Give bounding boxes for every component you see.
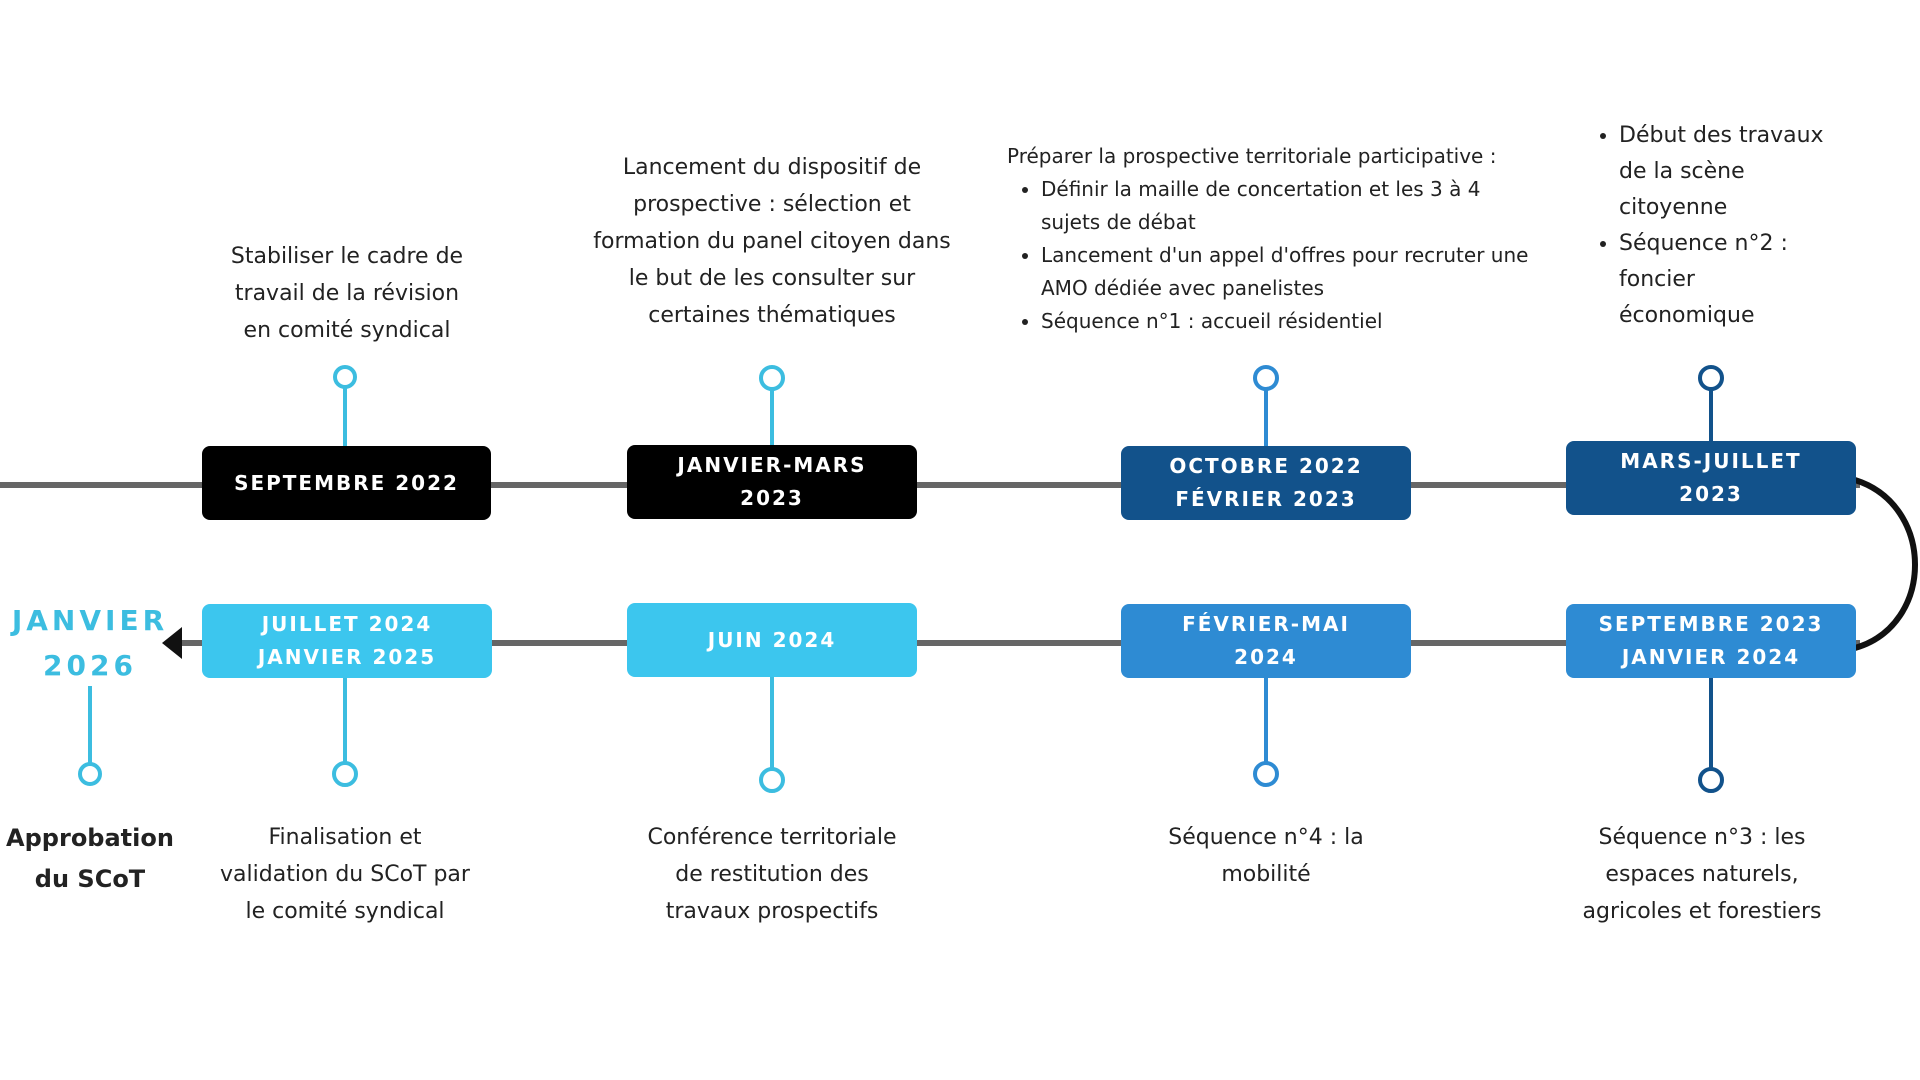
description-line: Conférence territoriale [647, 825, 897, 850]
date-box-juin-2024: JUIN 2024 [627, 603, 917, 677]
date-box-janvier-mars-2023: JANVIER-MARS 2023 [627, 445, 917, 519]
description-line: prospective : sélection et [633, 192, 911, 217]
description-fevrier-mai-2024: Séquence n°4 : la mobilité [1116, 819, 1416, 893]
date-box-line: JUILLET 2024 [261, 612, 433, 636]
date-box-line: 2024 [1234, 645, 1298, 669]
final-date: JANVIER 2026 [0, 598, 180, 688]
final-date-line: JANVIER [11, 604, 169, 637]
description-line: agricoles et forestiers [1582, 899, 1822, 924]
date-box-line: JUIN 2024 [707, 627, 837, 652]
date-box-september-2022: SEPTEMBRE 2022 [202, 446, 491, 520]
date-box-mars-juillet-2023: MARS-JUILLET 2023 [1566, 441, 1856, 515]
description-line: travaux prospectifs [665, 899, 879, 924]
connector-bottom-3-dot [759, 767, 785, 793]
description-juillet-2024-janvier-2025: Finalisation et validation du SCoT par l… [195, 819, 495, 930]
final-label: Approbation du SCoT [0, 818, 180, 900]
description-bullet: Début des travaux de la scène citoyenne [1619, 118, 1835, 226]
description-line: le but de les consulter sur [628, 266, 916, 291]
description-juin-2024: Conférence territoriale de restitution d… [622, 819, 922, 930]
description-line: validation du SCoT par [220, 862, 470, 887]
final-label-line: Approbation [6, 824, 174, 852]
timeline-arrowhead [162, 627, 182, 659]
date-box-line: SEPTEMBRE 2022 [234, 470, 459, 495]
description-intro: Préparer la prospective territoriale par… [1007, 144, 1497, 168]
date-box-line: 2023 [740, 486, 804, 510]
description-line: en comité syndical [243, 318, 451, 343]
connector-top-4-dot [1698, 365, 1724, 391]
description-line: Stabiliser le cadre de [230, 244, 464, 269]
final-label-line: du SCoT [34, 865, 146, 893]
date-box-line: 2023 [1679, 482, 1743, 506]
connector-bottom-2-dot [1253, 761, 1279, 787]
description-bullet: Séquence n°1 : accueil résidentiel [1041, 305, 1537, 338]
date-box-octobre-2022-fevrier-2023: OCTOBRE 2022 FÉVRIER 2023 [1121, 446, 1411, 520]
description-line: certaines thématiques [648, 303, 896, 328]
description-line: le comité syndical [245, 899, 445, 924]
description-mars-juillet-2023: Début des travaux de la scène citoyenne … [1585, 118, 1835, 334]
final-date-line: 2026 [43, 649, 137, 682]
date-box-juillet-2024-janvier-2025: JUILLET 2024 JANVIER 2025 [202, 604, 492, 678]
timeline-curve [1854, 477, 1918, 651]
date-box-line: OCTOBRE 2022 [1169, 454, 1363, 478]
description-line: Séquence n°4 : la [1168, 825, 1364, 850]
description-bullet-list: Début des travaux de la scène citoyenne … [1585, 118, 1835, 334]
description-line: Finalisation et [268, 825, 422, 850]
date-box-line: FÉVRIER 2023 [1175, 487, 1357, 511]
connector-bottom-4-dot [332, 761, 358, 787]
date-box-line: FÉVRIER-MAI [1182, 612, 1350, 636]
description-line: travail de la révision [234, 281, 460, 306]
connector-top-3-dot [1253, 365, 1279, 391]
description-bullet: Séquence n°2 : foncier économique [1619, 226, 1835, 334]
date-box-line: JANVIER 2025 [257, 645, 437, 669]
description-line: mobilité [1221, 862, 1311, 887]
date-box-fevrier-mai-2024: FÉVRIER-MAI 2024 [1121, 604, 1411, 678]
connector-final-dot [78, 762, 102, 786]
description-line: formation du panel citoyen dans [593, 229, 951, 254]
description-janvier-mars-2023: Lancement du dispositif de prospective :… [582, 149, 962, 334]
description-line: espaces naturels, [1605, 862, 1799, 887]
description-line: de restitution des [675, 862, 869, 887]
description-september-2022: Stabiliser le cadre de travail de la rév… [197, 238, 497, 349]
description-bullet-list: Définir la maille de concertation et les… [1007, 173, 1537, 338]
description-line: Séquence n°3 : les [1598, 825, 1806, 850]
connector-bottom-1-dot [1698, 767, 1724, 793]
connector-top-2-dot [759, 365, 785, 391]
description-line: Lancement du dispositif de [622, 155, 922, 180]
description-septembre-2023-janvier-2024: Séquence n°3 : les espaces naturels, agr… [1552, 819, 1852, 930]
date-box-line: SEPTEMBRE 2023 [1598, 612, 1824, 636]
description-bullet: Définir la maille de concertation et les… [1041, 173, 1537, 239]
date-box-line: JANVIER 2024 [1621, 645, 1801, 669]
date-box-septembre-2023-janvier-2024: SEPTEMBRE 2023 JANVIER 2024 [1566, 604, 1856, 678]
date-box-line: MARS-JUILLET [1620, 449, 1802, 473]
connector-top-1-dot [333, 365, 357, 389]
description-octobre-2022-fevrier-2023: Préparer la prospective territoriale par… [1007, 140, 1537, 338]
description-bullet: Lancement d'un appel d'offres pour recru… [1041, 239, 1537, 305]
date-box-line: JANVIER-MARS [677, 453, 867, 477]
